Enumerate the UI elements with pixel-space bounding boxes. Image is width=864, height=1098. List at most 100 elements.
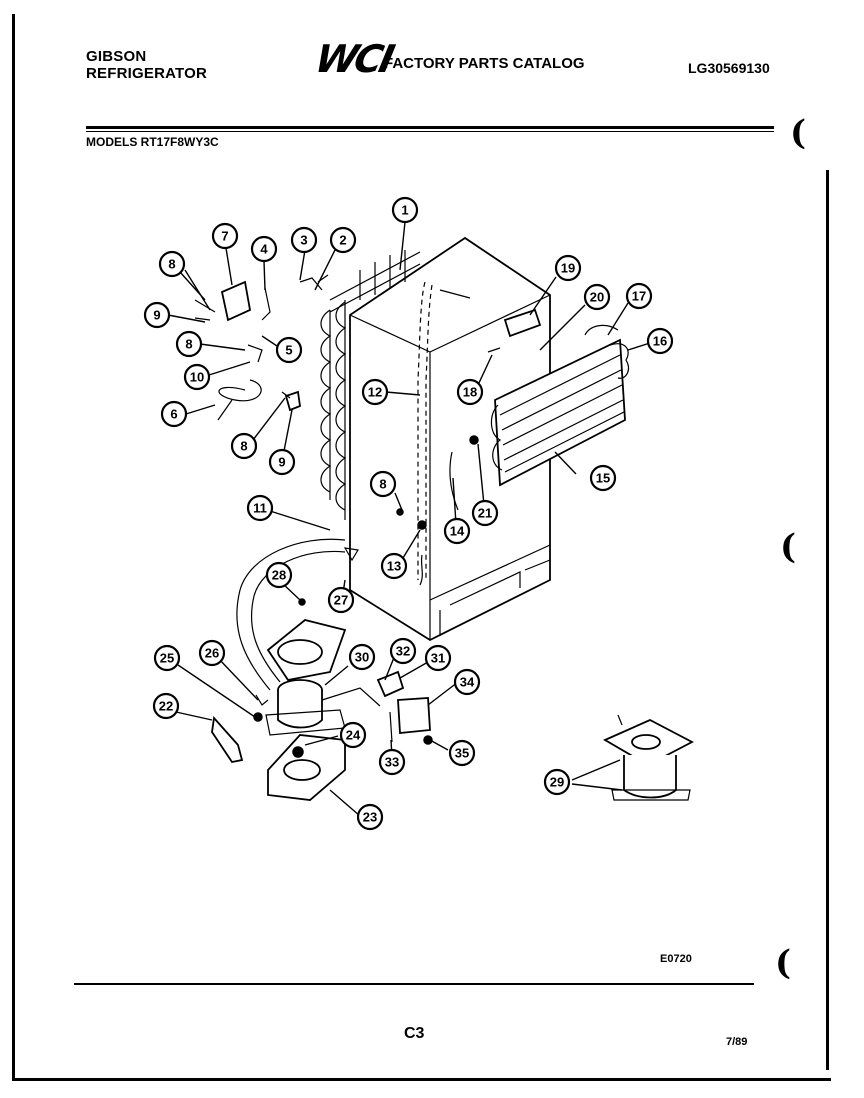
svg-text:24: 24	[346, 728, 361, 743]
callout-10: 10	[183, 363, 211, 391]
alt-compressor-illustration	[603, 714, 694, 801]
svg-text:8: 8	[240, 439, 247, 454]
callout-11: 11	[246, 494, 274, 522]
callout-9: 9	[268, 448, 296, 476]
header-rule	[86, 126, 774, 129]
callout-13: 13	[380, 552, 408, 580]
evaporator-illustration	[490, 324, 630, 487]
callout-28: 28	[265, 561, 293, 589]
callout-26: 26	[198, 639, 226, 667]
svg-text:13: 13	[387, 559, 401, 574]
svg-text:32: 32	[396, 644, 410, 659]
callout-8: 8	[230, 432, 258, 460]
callout-8: 8	[158, 250, 186, 278]
callout-34: 34	[453, 668, 481, 696]
svg-text:8: 8	[379, 477, 386, 492]
svg-text:9: 9	[153, 308, 160, 323]
brand-block: GIBSON REFRIGERATOR	[86, 48, 207, 82]
callout-18: 18	[456, 378, 484, 406]
callout-14: 14	[443, 517, 471, 545]
callout-24: 24	[339, 721, 367, 749]
callout-25: 25	[153, 644, 181, 672]
callout-12: 12	[361, 378, 389, 406]
callout-21: 21	[471, 499, 499, 527]
callout-32: 32	[389, 637, 417, 665]
callout-29: 29	[543, 768, 571, 796]
svg-text:34: 34	[460, 675, 475, 690]
svg-text:22: 22	[159, 699, 173, 714]
callout-33: 33	[378, 748, 406, 776]
svg-text:15: 15	[596, 471, 610, 486]
callout-22: 22	[152, 692, 180, 720]
svg-text:27: 27	[334, 593, 348, 608]
callout-3: 3	[290, 226, 318, 254]
svg-text:30: 30	[355, 650, 369, 665]
callout-8: 8	[175, 330, 203, 358]
callout-15: 15	[589, 464, 617, 492]
controls-illustration	[194, 274, 542, 530]
callout-30: 30	[348, 643, 376, 671]
svg-text:18: 18	[463, 385, 477, 400]
svg-text:28: 28	[272, 568, 286, 583]
svg-text:14: 14	[450, 524, 465, 539]
header-rule-thin	[86, 131, 774, 132]
condenser-coil-illustration	[320, 250, 421, 520]
svg-text:5: 5	[285, 343, 292, 358]
callout-20: 20	[583, 283, 611, 311]
svg-text:20: 20	[590, 290, 604, 305]
models-line: MODELS RT17F8WY3C	[86, 135, 219, 149]
callout-6: 6	[160, 400, 188, 428]
callout-19: 19	[554, 254, 582, 282]
svg-text:33: 33	[385, 755, 399, 770]
cabinet-illustration	[349, 236, 551, 642]
callout-1: 1	[391, 196, 419, 224]
brand-line-2: REFRIGERATOR	[86, 65, 208, 82]
svg-text:8: 8	[168, 257, 175, 272]
svg-text:2: 2	[339, 233, 346, 248]
svg-text:6: 6	[170, 407, 177, 422]
svg-text:25: 25	[160, 651, 174, 666]
svg-text:11: 11	[253, 501, 267, 516]
callout-7: 7	[211, 222, 239, 250]
svg-text:3: 3	[300, 233, 307, 248]
svg-text:12: 12	[368, 385, 382, 400]
callout-5: 5	[275, 336, 303, 364]
page-frame	[12, 14, 831, 1081]
page-date: 7/89	[726, 1036, 748, 1048]
binder-mark: (	[775, 943, 792, 983]
callout-23: 23	[356, 803, 384, 831]
page-right-edge	[826, 170, 829, 1070]
svg-text:16: 16	[653, 334, 667, 349]
callout-35: 35	[448, 739, 476, 767]
svg-text:7: 7	[221, 229, 228, 244]
compressor-illustration	[211, 598, 433, 801]
callout-16: 16	[646, 327, 674, 355]
callout-4: 4	[250, 235, 278, 263]
page-number: C3	[404, 1025, 425, 1042]
diagram-code: E0720	[660, 953, 692, 965]
svg-text:23: 23	[363, 810, 377, 825]
catalog-title: FACTORY PARTS CATALOG	[384, 55, 585, 72]
svg-text:21: 21	[478, 506, 492, 521]
svg-text:8: 8	[185, 337, 192, 352]
brand-line-1: GIBSON	[86, 48, 147, 65]
svg-text:1: 1	[401, 203, 408, 218]
binder-mark: (	[790, 113, 807, 153]
svg-text:17: 17	[632, 289, 646, 304]
callout-17: 17	[625, 282, 653, 310]
callout-8: 8	[369, 470, 397, 498]
svg-text:4: 4	[260, 242, 268, 257]
callout-31: 31	[424, 644, 452, 672]
svg-text:10: 10	[190, 370, 204, 385]
svg-text:19: 19	[561, 261, 575, 276]
callout-2: 2	[329, 226, 357, 254]
catalog-number: LG30569130	[688, 60, 770, 76]
svg-text:35: 35	[455, 746, 469, 761]
svg-text:29: 29	[550, 775, 564, 790]
callout-27: 27	[327, 586, 355, 614]
binder-mark: (	[780, 527, 797, 567]
tubing-illustration	[236, 451, 459, 691]
callout-9: 9	[143, 301, 171, 329]
svg-text:26: 26	[205, 646, 219, 661]
